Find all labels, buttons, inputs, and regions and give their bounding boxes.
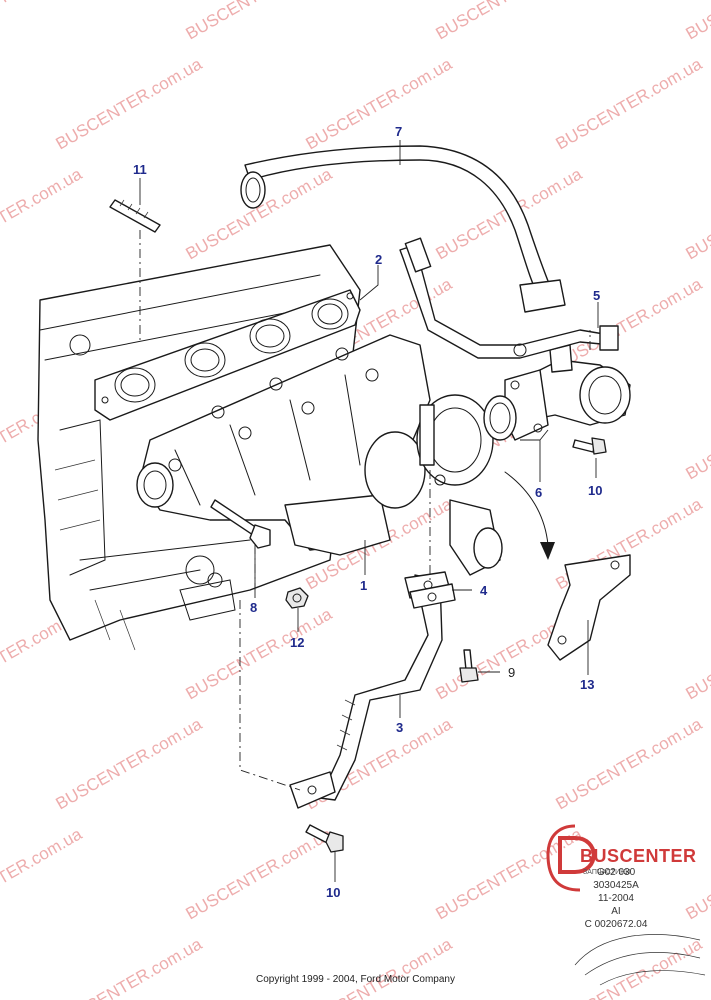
bolt: [459, 649, 479, 683]
nut: [285, 587, 309, 609]
brand-name: BUSCENTER: [580, 846, 697, 866]
callout-5: 5: [593, 288, 600, 303]
reference-line: G02 030: [596, 867, 636, 878]
watermark-text: BUSCENTER.com.ua: [183, 0, 336, 43]
callout-11: 11: [133, 162, 147, 177]
callout-10-upper: 10: [588, 483, 602, 498]
callout-leaders: [139, 140, 599, 882]
callout-8: 8: [250, 600, 257, 615]
callout-9: 9: [508, 665, 515, 680]
turbocharger: [364, 394, 503, 576]
turbo-support-bracket: [547, 554, 631, 661]
watermark-text: BUSCENTER.com.ua: [0, 0, 86, 43]
reference-line: 11-2004: [598, 893, 634, 904]
exhaust-manifold: [136, 334, 431, 556]
callout-13: 13: [580, 677, 594, 692]
bolt: [572, 437, 607, 455]
direction-arrow: [504, 471, 555, 560]
watermark-text: BUSCENTER.com.ua: [53, 934, 206, 1000]
bolt: [305, 824, 344, 853]
turbo-outlet-elbow: [504, 344, 631, 441]
manifold-gasket: [94, 289, 361, 421]
intake-hose: [240, 145, 566, 313]
watermark-text: BUSCENTER.com.ua: [303, 934, 456, 1000]
watermark-text: BUSCENTER.com.ua: [683, 164, 711, 263]
callout-12: 12: [290, 635, 304, 650]
callout-labels: 7 2 5 11 6 10 1 4 8 12 9 3 13 10: [133, 124, 602, 900]
callout-6: 6: [535, 485, 542, 500]
reference-codes: G02 030 3030425A 11-2004 AI C 0020672.04: [556, 866, 676, 931]
brand-tagline: ЗАПЧАСТИНИ: [583, 869, 631, 876]
reference-line: C 0020672.04: [584, 919, 648, 930]
watermark-text: BUSCENTER.com.ua: [0, 824, 86, 923]
callout-3: 3: [396, 720, 403, 735]
watermark-text: BUSCENTER.com.ua: [683, 604, 711, 703]
watermark-text: BUSCENTER.com.ua: [553, 934, 706, 1000]
callout-1: 1: [360, 578, 367, 593]
watermark-text: BUSCENTER.com.ua: [553, 714, 706, 813]
watermark-text: BUSCENTER.com.ua: [53, 54, 206, 153]
brand-logo-mark: [546, 824, 596, 892]
watermark-text: BUSCENTER.com.ua: [553, 54, 706, 153]
watermark-text: BUSCENTER.com.ua: [0, 164, 86, 263]
watermark-text: BUSCENTER.com.ua: [303, 54, 456, 153]
copyright-notice: Copyright 1999 - 2004, Ford Motor Compan…: [256, 974, 455, 985]
watermark-text: BUSCENTER.com.ua: [183, 604, 336, 703]
turbo-outlet-gasket: [483, 395, 517, 441]
watermark-text: BUSCENTER.com.ua: [53, 714, 206, 813]
callout-7: 7: [395, 124, 402, 139]
callout-2: 2: [375, 252, 382, 267]
watermark-text: BUSCENTER.com.ua: [433, 0, 586, 43]
oil-return-gasket: [409, 583, 456, 609]
watermark-text: BUSCENTER.com.ua: [683, 824, 711, 923]
callout-10-lower: 10: [326, 885, 340, 900]
car-sketch: [574, 934, 706, 986]
stud: [109, 199, 161, 233]
callout-4: 4: [480, 583, 488, 598]
watermark-text: BUSCENTER.com.ua: [183, 824, 336, 923]
oil-feed-pipe: [399, 237, 619, 359]
bolt: [210, 499, 271, 549]
watermark-text: BUSCENTER.com.ua: [683, 384, 711, 483]
watermark-text: BUSCENTER.com.ua: [553, 274, 706, 373]
reference-line: AI: [611, 906, 621, 917]
watermark-text: BUSCENTER.com.ua: [683, 0, 711, 43]
reference-line: 3030425A: [593, 880, 639, 891]
